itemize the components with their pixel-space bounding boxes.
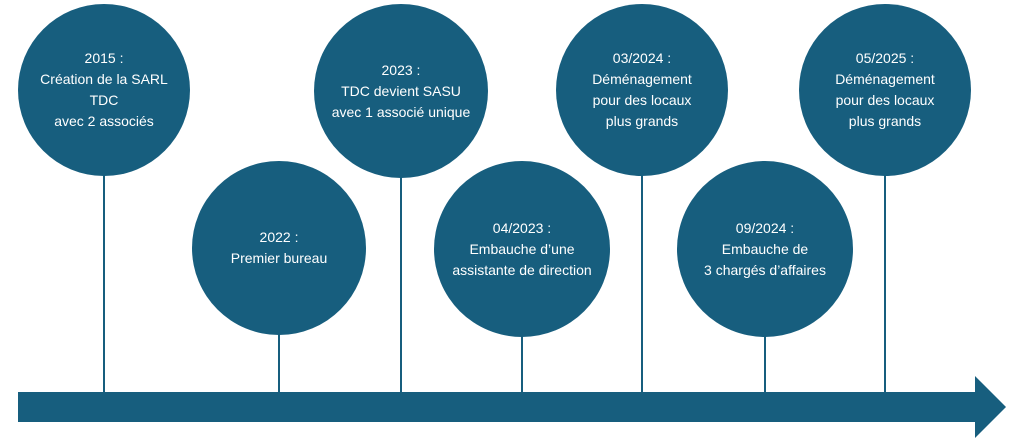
milestone-label: 05/2025 : Déménagement pour des locaux p…	[835, 50, 935, 129]
milestone-2022: 2022 : Premier bureau	[192, 161, 366, 335]
milestone-2015: 2015 : Création de la SARL TDC avec 2 as…	[18, 4, 190, 176]
milestone-09-2024: 09/2024 : Embauche de 3 chargés d’affair…	[677, 161, 853, 337]
milestone-label: 03/2024 : Déménagement pour des locaux p…	[592, 50, 692, 129]
milestone-label: 09/2024 : Embauche de 3 chargés d’affair…	[704, 219, 826, 278]
milestone-05-2025: 05/2025 : Déménagement pour des locaux p…	[799, 4, 971, 176]
milestone-label: 2023 : TDC devient SASU avec 1 associé u…	[331, 61, 471, 120]
milestone-2023: 2023 : TDC devient SASU avec 1 associé u…	[314, 4, 488, 178]
timeline-arrow	[18, 376, 1006, 438]
milestone-label: 2022 : Premier bureau	[230, 229, 328, 266]
milestone-label: 04/2023 : Embauche d’une assistante de d…	[452, 219, 592, 278]
milestone-04-2023: 04/2023 : Embauche d’une assistante de d…	[434, 161, 610, 337]
milestone-03-2024: 03/2024 : Déménagement pour des locaux p…	[556, 4, 728, 176]
milestone-label: 2015 : Création de la SARL TDC avec 2 as…	[40, 50, 168, 129]
